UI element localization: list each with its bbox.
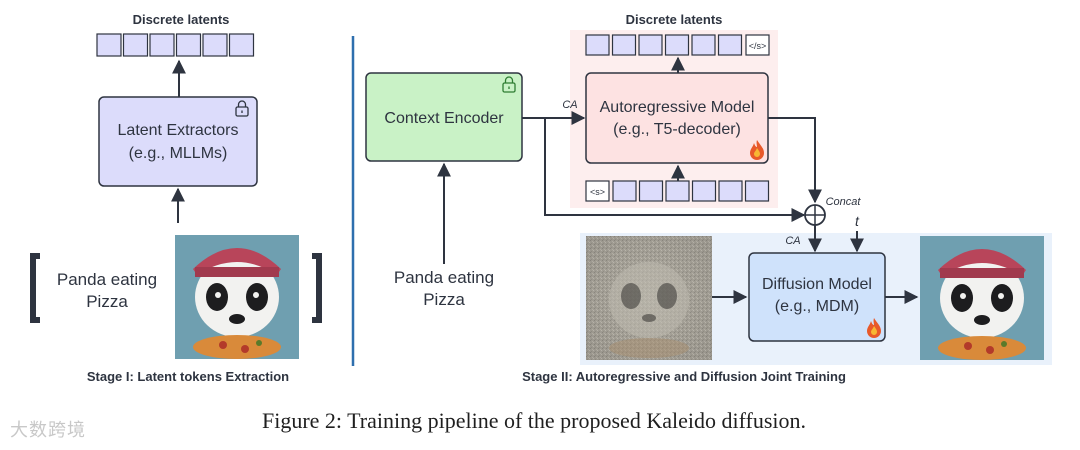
timestep-label: t: [855, 213, 860, 229]
autoregressive-model-example: (e.g., T5-decoder): [613, 121, 741, 138]
panda-image-stage1: [175, 235, 299, 359]
figure-caption: Figure 2: Training pipeline of the propo…: [262, 408, 806, 433]
latent-token: [665, 180, 690, 202]
latent-token: [691, 180, 717, 202]
latent-token: [175, 33, 202, 57]
diffusion-model-label: Diffusion Model: [762, 276, 872, 293]
context-encoder-label: Context Encoder: [384, 110, 504, 127]
autoregressive-model-block: [585, 72, 769, 164]
stage2-output-tokens: [585, 34, 743, 56]
ca-label-bottom: CA: [785, 235, 800, 247]
latent-token: [638, 180, 664, 202]
stage1-latent-tokens: [96, 33, 255, 57]
latent-token: [717, 34, 743, 56]
stage1-caption: Stage I: Latent tokens Extraction: [87, 369, 289, 384]
ar-to-concat-line: [768, 117, 822, 204]
concat-label: Concat: [826, 196, 862, 208]
latent-token: [122, 33, 149, 57]
end-token: </s>: [749, 41, 767, 51]
latent-token: [612, 180, 637, 202]
start-token: <s>: [590, 187, 605, 197]
encoder-to-concat-line: [544, 118, 806, 222]
stage2-prompt-line2: Pizza: [423, 290, 465, 309]
stage1-prompt-line1: Panda eating: [57, 270, 157, 289]
latent-token: [585, 34, 610, 56]
end-token-box: [745, 34, 770, 56]
latent-token: [664, 34, 690, 56]
latent-token: [202, 33, 228, 57]
latent-extractor-example: (e.g., MLLMs): [129, 145, 228, 162]
stage2-prompt-line1: Panda eating: [394, 268, 494, 287]
latent-token: [718, 180, 743, 202]
watermark: 大数跨境: [10, 420, 86, 441]
start-token-box: [585, 180, 610, 202]
latent-extractor-block: [98, 96, 258, 187]
left-bracket: [30, 253, 40, 323]
lock-icon: [502, 76, 516, 93]
stage1-prompt-line2: Pizza: [86, 292, 128, 311]
stage2-heading: Discrete latents: [626, 12, 723, 27]
lock-icon: [235, 100, 249, 117]
latent-token: [744, 180, 770, 202]
fire-icon: [867, 318, 881, 338]
ca-label-top: CA: [562, 99, 577, 111]
latent-token: [611, 34, 637, 56]
autoregressive-model-label: Autoregressive Model: [600, 99, 755, 116]
diffusion-model-example: (e.g., MDM): [775, 298, 859, 315]
noisy-panda-image: [586, 236, 712, 360]
right-bracket: [312, 253, 322, 323]
latent-token: [96, 33, 122, 57]
latent-token: [149, 33, 175, 57]
diffusion-model-block: [748, 252, 886, 342]
latent-extractor-label: Latent Extractors: [118, 122, 239, 139]
stage2-caption: Stage II: Autoregressive and Diffusion J…: [522, 369, 846, 384]
stage2-input-tokens: [612, 180, 770, 202]
latent-token: [228, 33, 255, 57]
panda-image-output: [920, 236, 1044, 360]
latent-token: [638, 34, 663, 56]
fire-icon: [750, 140, 764, 160]
latent-token: [691, 34, 716, 56]
stage1-heading: Discrete latents: [133, 12, 230, 27]
